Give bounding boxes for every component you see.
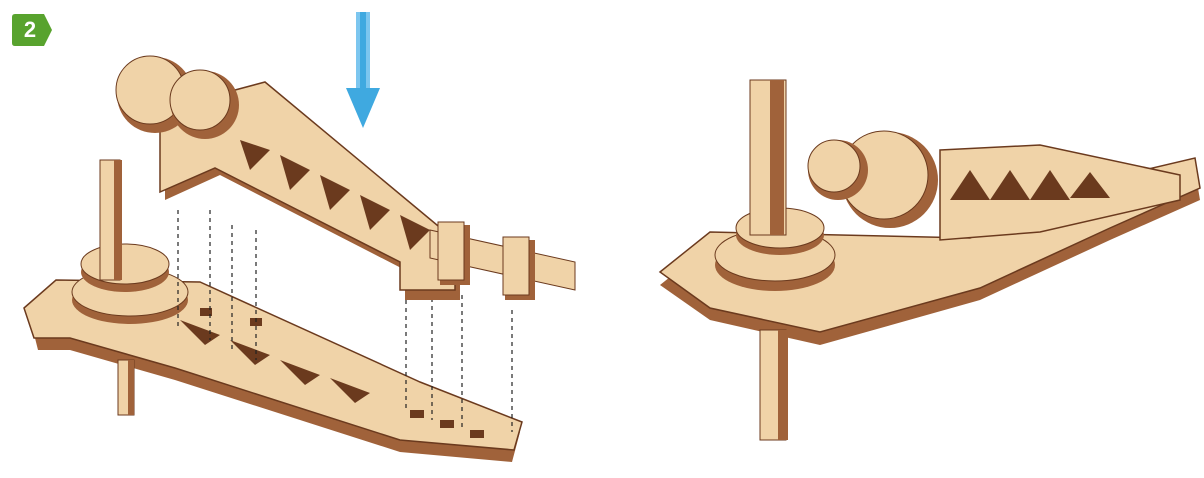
exploded-view-illustration [0,0,620,478]
boom-arm [116,56,575,300]
assembled-view-illustration [640,0,1204,478]
arrow-down-icon [346,12,380,128]
